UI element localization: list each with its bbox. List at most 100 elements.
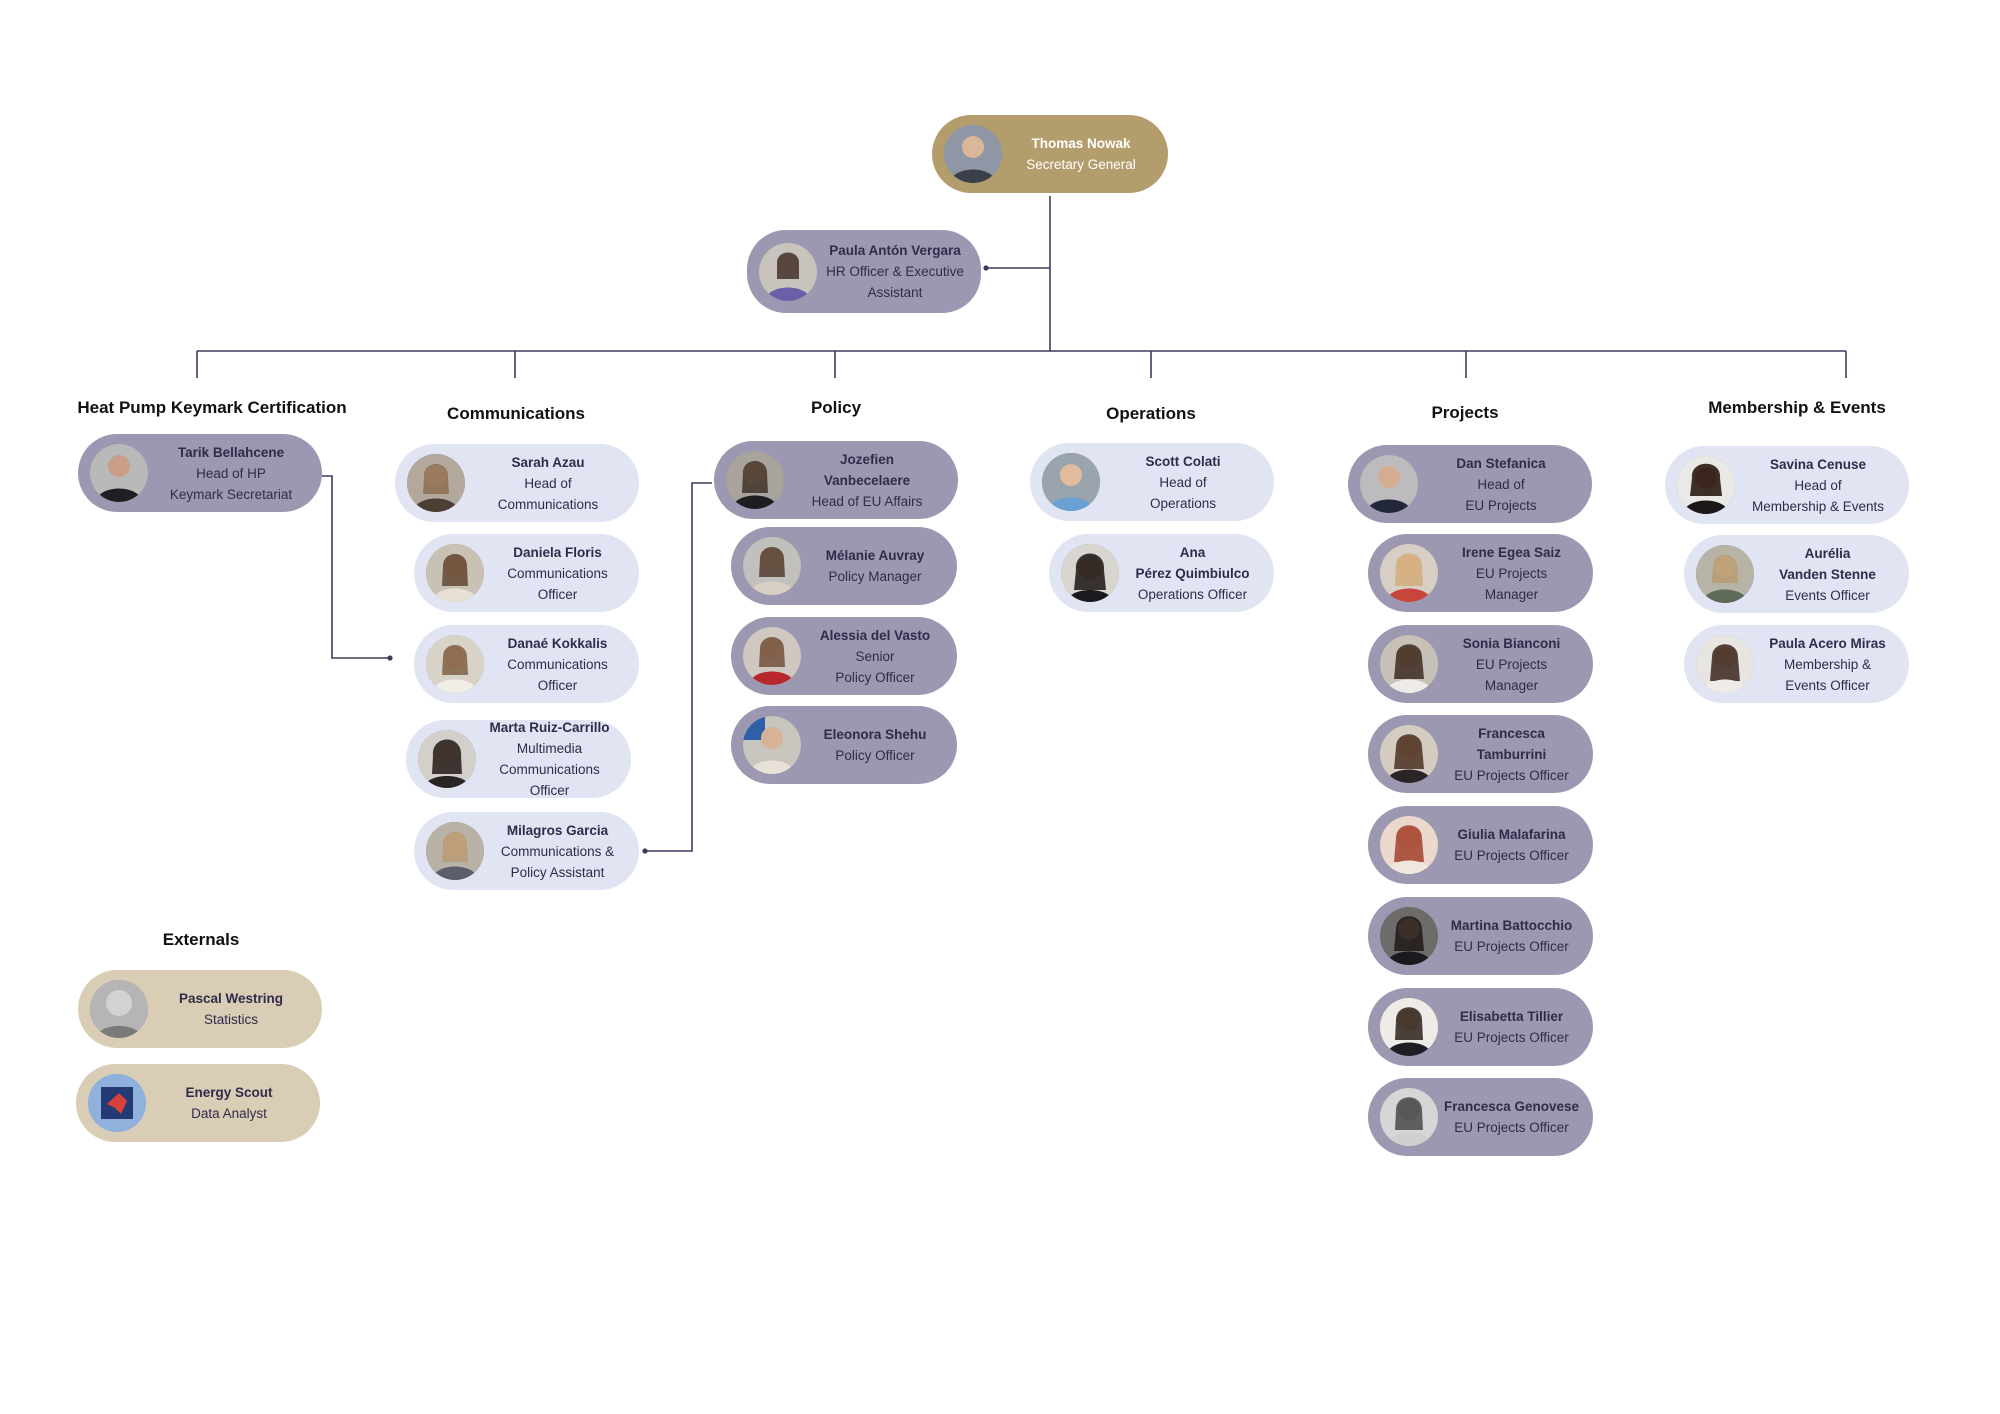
dept-title-externals: Externals [162, 930, 240, 949]
person-name: Ana Pérez Quimbiulco [1135, 544, 1250, 581]
person-role: Statistics [203, 1012, 258, 1027]
avatar [1380, 816, 1438, 874]
person-name: Tarik Bellahcene [177, 444, 285, 460]
person-name: Danaé Kokkalis [507, 635, 608, 651]
person-role: EU Projects Manager [1475, 565, 1548, 602]
person-name: Sonia Bianconi [1462, 635, 1561, 651]
person-name: Milagros Garcia [506, 822, 609, 838]
avatar [407, 454, 465, 512]
avatar [426, 822, 484, 880]
dept-title-membership: Membership & Events [1708, 398, 1886, 417]
dept-title-operations: Operations [1106, 404, 1196, 423]
person-role: Policy Officer [835, 748, 915, 763]
person-role: EU Projects Manager [1475, 656, 1548, 693]
avatar [1360, 455, 1418, 513]
person-name: Pascal Westring [178, 991, 284, 1006]
person-role: Secretary General [1026, 157, 1136, 172]
person-role: Head of Membership & Events [1751, 477, 1885, 514]
person-role: EU Projects Officer [1454, 939, 1569, 954]
avatar [88, 1074, 146, 1132]
avatar [418, 730, 476, 788]
person-role: Policy Manager [828, 569, 922, 584]
person-name: Dan Stefanica [1456, 455, 1546, 471]
person-role: Communications Officer [507, 656, 608, 693]
person-name: Sarah Azau [511, 454, 585, 470]
avatar [1696, 635, 1754, 693]
person-name: Aurélia Vanden Stenne [1779, 545, 1876, 582]
avatar [90, 980, 148, 1038]
person-name: Francesca Tamburrini [1476, 725, 1547, 762]
person-role: HR Officer & Executive Assistant [826, 264, 964, 300]
avatar [1380, 635, 1438, 693]
person-name: Jozefien Vanbecelaere [823, 451, 911, 488]
avatar [944, 125, 1002, 183]
dept-title-hp: Heat Pump Keymark Certification [77, 398, 347, 417]
avatar [743, 537, 801, 595]
person-role: Head of HP Keymark Secretariat [169, 465, 293, 502]
dept-title-policy: Policy [810, 398, 862, 417]
avatar [1380, 725, 1438, 783]
person-role: Communications & Policy Assistant [500, 843, 615, 880]
person-role: Events Officer [1785, 587, 1870, 603]
dept-title-communications: Communications [447, 404, 585, 423]
avatar [1061, 544, 1119, 602]
person-name: Scott Colati [1145, 453, 1221, 469]
avatar [726, 451, 784, 509]
person-name: Paula Acero Miras [1769, 635, 1886, 651]
person-name: Savina Cenuse [1769, 456, 1867, 472]
avatar [1380, 1088, 1438, 1146]
person-card-giulia-malafarina[interactable]: Giulia Malafarina EU Projects Officer [1368, 806, 1593, 884]
person-card-sonia-bianconi[interactable]: Sonia Bianconi EU Projects Manager [1368, 625, 1593, 703]
person-role: EU Projects Officer [1454, 848, 1569, 863]
person-name: Energy Scout [185, 1085, 273, 1100]
person-name: Paula Antón Vergara [829, 243, 961, 258]
avatar [1380, 998, 1438, 1056]
person-name: Giulia Malafarina [1457, 827, 1566, 842]
person-role: Head of Operations [1149, 474, 1217, 511]
person-role: Data Analyst [191, 1106, 267, 1121]
avatar [426, 544, 484, 602]
person-role: Senior Policy Officer [835, 648, 915, 685]
person-role: Operations Officer [1137, 586, 1248, 602]
avatar [1042, 453, 1100, 511]
avatar [743, 627, 801, 685]
avatar [1696, 545, 1754, 603]
person-role: Head of EU Affairs [811, 493, 923, 509]
person-role: Communications Officer [507, 565, 608, 602]
person-role: EU Projects Officer [1454, 1030, 1569, 1045]
avatar [90, 444, 148, 502]
person-name: Thomas Nowak [1031, 136, 1131, 151]
person-card-paula-anton-vergara[interactable]: Paula Antón Vergara HR Officer & Executiv… [747, 230, 981, 313]
avatar [426, 635, 484, 693]
avatar [743, 716, 801, 774]
person-name: Daniela Floris [513, 544, 602, 560]
person-role: EU Projects Officer [1454, 1120, 1569, 1135]
person-name: Marta Ruiz-Carrillo [489, 720, 610, 735]
person-role: Head of Communications [497, 475, 599, 512]
